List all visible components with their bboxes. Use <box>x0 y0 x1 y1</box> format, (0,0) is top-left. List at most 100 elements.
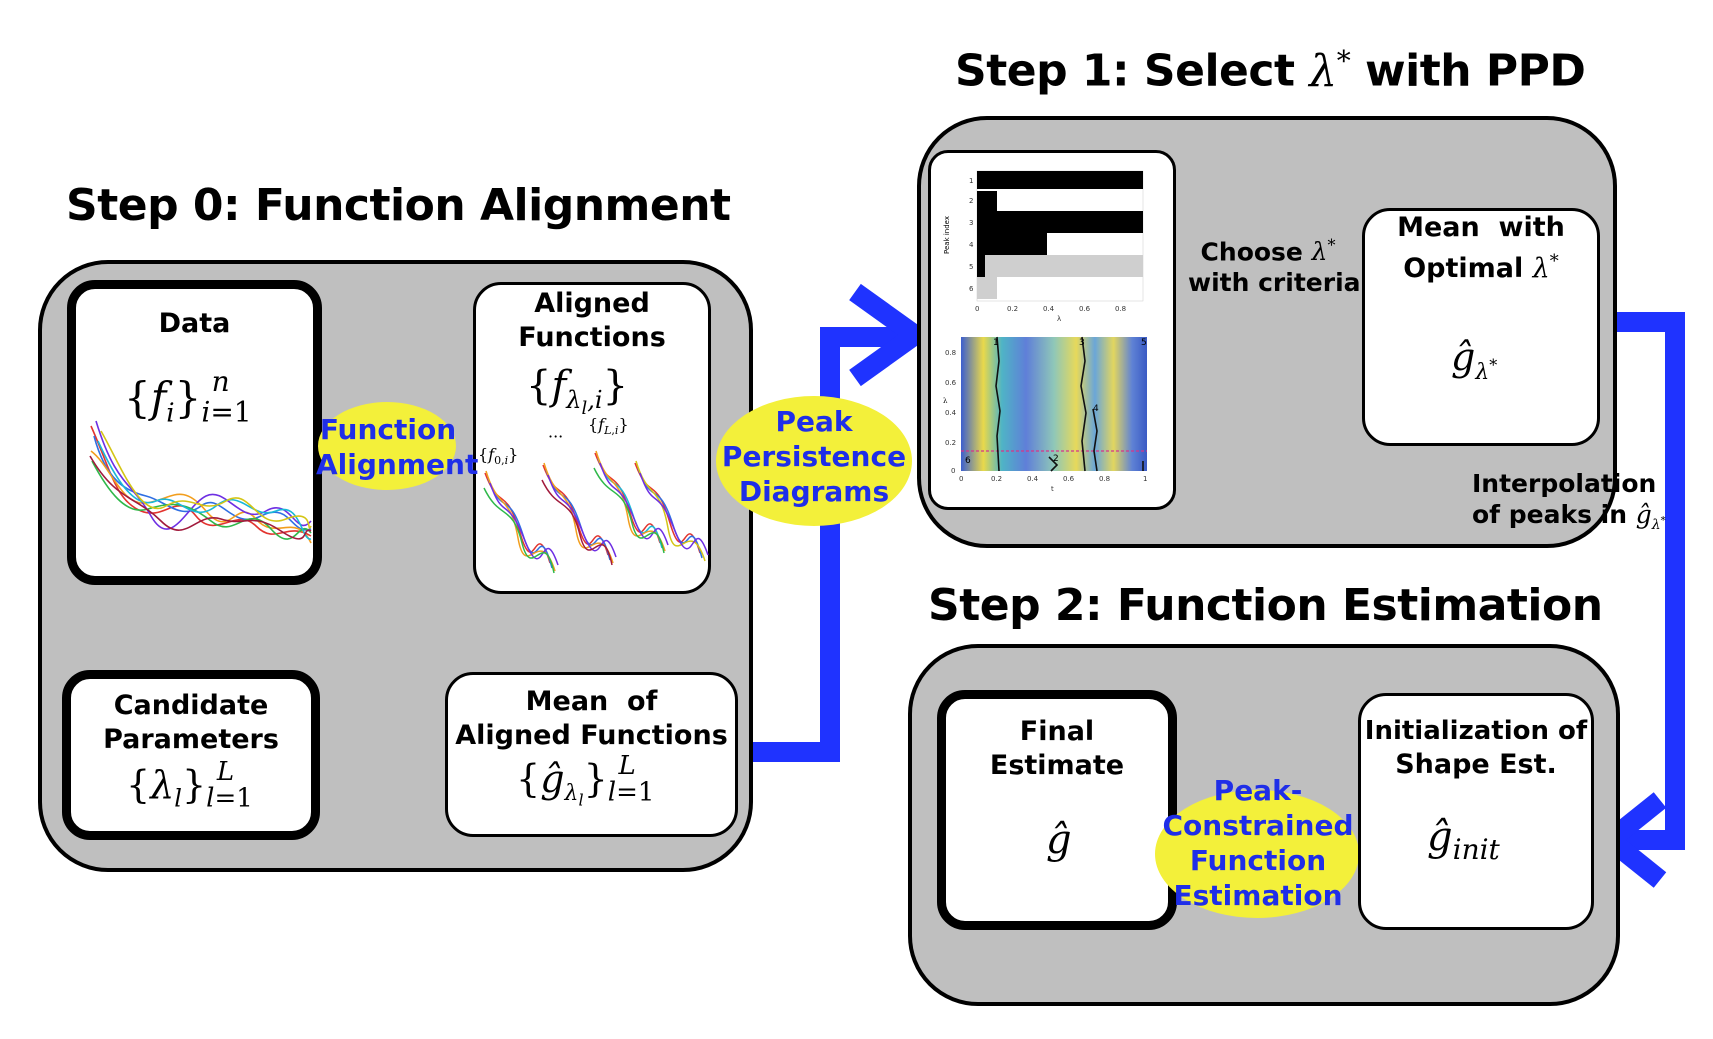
candidate-math: {λl}l=1L <box>126 757 253 814</box>
heatmap-xtick-3: 0.6 <box>1063 475 1075 483</box>
heatmap-ytick-1: 0.2 <box>945 439 956 447</box>
heatmap-xlabel: t <box>1051 485 1054 493</box>
heatmap-peak-label-2: 2 <box>1053 454 1059 464</box>
heatmap-ylabel: λ <box>943 397 948 405</box>
pcfe-line4: Estimation <box>1173 879 1343 912</box>
heatmap-peak-label-3: 3 <box>1079 338 1085 348</box>
aligned-label-line2: Functions <box>518 322 666 353</box>
mean-optimal-box: Mean with Optimal λ* ĝλ* <box>1362 208 1600 446</box>
barcode-xtick-0: 0 <box>975 305 979 313</box>
final-label-line1: Final <box>1019 716 1095 747</box>
step1-title: Step 1: Select λ* with PPD <box>955 44 1586 97</box>
init-label-line2: Shape Est. <box>1395 749 1557 780</box>
ppd-highlight <box>716 396 912 526</box>
barcode-ytick-4: 4 <box>969 241 974 249</box>
heatmap-peak-path-3 <box>1080 336 1087 472</box>
step0-title: Step 0: Function Alignment <box>66 180 731 231</box>
barcode-ytick-2: 2 <box>969 197 973 205</box>
mean-aligned-box: Mean of Aligned Functions {ĝλl}l=1L <box>445 672 738 837</box>
barcode-plot: Peak index 1 2 3 4 5 6 0 0.2 0.4 0.6 0.8… <box>943 170 1144 323</box>
aligned-sub-dots: ··· <box>548 427 564 446</box>
heatmap-peak-path-4 <box>1092 408 1098 472</box>
heatmap-ytick-0: 0 <box>951 467 955 475</box>
choose-line1: Choose λ* <box>1200 236 1336 267</box>
barcode-xtick-3: 0.6 <box>1079 305 1091 313</box>
function-alignment-line2: Alignment <box>316 448 479 481</box>
candidate-label-line2: Parameters <box>103 724 279 755</box>
heatmap-ytick-2: 0.4 <box>945 409 957 417</box>
arrow-mean-to-step1 <box>738 327 912 762</box>
barcode-xlabel: λ <box>1057 315 1061 323</box>
heatmap-ytick-4: 0.8 <box>945 349 956 357</box>
heatmap-xtick-4: 0.8 <box>1099 475 1110 483</box>
data-box: Data {fi}i=1n <box>67 280 322 585</box>
heatmap-xtick-5: 1 <box>1143 475 1147 483</box>
barcode-xtick-1: 0.2 <box>1007 305 1018 313</box>
heatmap-xtick-0: 0 <box>959 475 963 483</box>
barcode-bar-5b <box>985 255 1143 277</box>
barcode-ytick-3: 3 <box>969 219 973 227</box>
final-label-line2: Estimate <box>989 750 1125 781</box>
heatmap-xtick-2: 0.4 <box>1027 475 1039 483</box>
mean-optimal-math: ĝλ* <box>1451 335 1498 385</box>
heatmap-peak-path-1 <box>995 336 1001 472</box>
pcfe-line2: Constrained <box>1162 809 1354 842</box>
aligned-curves-plot <box>483 450 709 574</box>
barcode-xtick-4: 0.8 <box>1115 305 1126 313</box>
aligned-math: {fλl,i} <box>526 363 629 419</box>
pcfe-highlight <box>1155 790 1359 918</box>
ppd-line3: Diagrams <box>738 475 890 508</box>
function-alignment-label: Function Alignment <box>316 412 479 482</box>
barcode-bar-3 <box>977 211 1143 233</box>
barcode-ytick-1: 1 <box>969 177 973 185</box>
barcode-bar-1 <box>977 171 1143 189</box>
arrow-mean-optimal-to-init <box>1598 312 1685 850</box>
aligned-sub-right: {fL,i} <box>588 415 629 438</box>
pcfe-line3: Function <box>1189 844 1327 877</box>
mean-aligned-math: {ĝλl}l=1L <box>516 751 655 810</box>
init-math: ĝinit <box>1427 814 1500 866</box>
heatmap-ytick-3: 0.6 <box>945 379 957 387</box>
heatmap-xtick-1: 0.2 <box>991 475 1002 483</box>
barcode-ytick-6: 6 <box>969 285 974 293</box>
ppd-label: Peak Persistence Diagrams <box>716 404 912 509</box>
step1-title-tail: with PPD <box>1350 45 1586 97</box>
arrowhead-mean-to-step1 <box>849 283 933 387</box>
barcode-ylabel: Peak index <box>943 216 951 254</box>
step1-title-text: Step 1: Select <box>955 45 1310 97</box>
final-estimate-box: Final Estimate ĝ <box>937 690 1177 930</box>
heatmap-peak-label-4: 4 <box>1093 404 1099 414</box>
interpolation-label: Interpolation of peaks in ĝλ* <box>1472 468 1666 541</box>
data-math: {fi}i=1n <box>124 365 252 429</box>
function-alignment-highlight <box>318 402 456 490</box>
ppd-line1: Peak <box>775 405 853 438</box>
aligned-sub-left: {f0,i} <box>478 445 519 468</box>
candidate-label-line1: Candidate <box>113 690 269 721</box>
mean-optimal-label-line1: Mean with <box>1397 212 1565 243</box>
candidate-parameters-box: Candidate Parameters {λl}l=1L <box>62 670 320 840</box>
mean-optimal-label-line2: Optimal λ* <box>1403 251 1559 284</box>
data-box-label: Data <box>158 308 231 339</box>
heatmap-peak-label-1: 1 <box>993 338 999 348</box>
choose-lambda-label: Choose λ* with criteria <box>1188 230 1361 298</box>
heatmap-field <box>961 337 1147 471</box>
heatmap-peak-label-5: 5 <box>1141 338 1147 348</box>
barcode-bar-2 <box>977 191 997 211</box>
ppd-line2: Persistence <box>721 440 907 473</box>
step1-title-lambda: λ* <box>1309 44 1351 97</box>
mean-aligned-label-line1: Mean of <box>525 686 658 717</box>
interpolation-line1: Interpolation <box>1472 469 1657 498</box>
barcode-xtick-2: 0.4 <box>1043 305 1055 313</box>
pcfe-label: Peak- Constrained Function Estimation <box>1158 773 1358 913</box>
heatmap-plot: λ 1 2 3 4 5 6 0 0.2 0.4 0.6 0.8 0 0.2 0.… <box>943 336 1147 493</box>
pcfe-line1: Peak- <box>1213 774 1303 807</box>
aligned-label-line1: Aligned <box>534 288 650 319</box>
heatmap-peak-label-6: 6 <box>965 456 971 466</box>
function-alignment-line1: Function <box>319 413 457 446</box>
barcode-ytick-5: 5 <box>969 263 973 271</box>
step2-title: Step 2: Function Estimation <box>928 580 1603 631</box>
aligned-functions-box: Aligned Functions {fλl,i} {f0,i} ··· {fL… <box>473 282 711 594</box>
barcode-bar-5 <box>977 255 985 277</box>
ppd-plots-box: Peak index 1 2 3 4 5 6 0 0.2 0.4 0.6 0.8… <box>928 150 1176 510</box>
mean-aligned-label-line2: Aligned Functions <box>455 720 728 751</box>
